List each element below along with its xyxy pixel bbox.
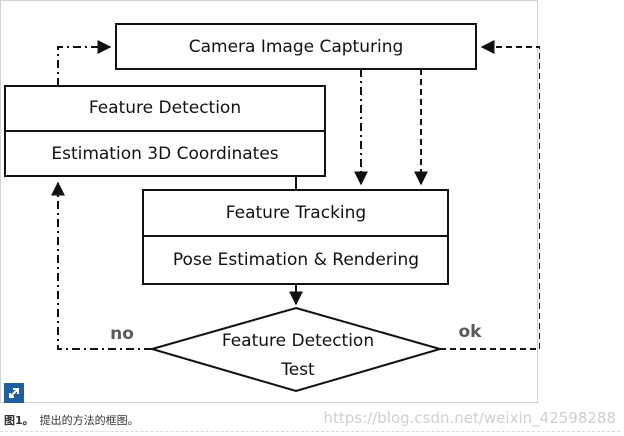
flow-diagram: Camera Image Capturing Feature Detection… — [4, 23, 540, 393]
caption-text: 提出的方法的框图。 — [39, 414, 139, 427]
ok-edge-label: ok — [459, 322, 483, 342]
no-edge-label: no — [110, 324, 134, 344]
detection-to-camera-loop — [57, 40, 112, 86]
feature-tracking-label: Feature Tracking — [226, 203, 366, 223]
test-diamond — [148, 306, 444, 393]
test-label-line2: Test — [280, 360, 315, 380]
caption-divider — [0, 431, 620, 432]
estimation-3d-label: Estimation 3D Coordinates — [51, 144, 278, 164]
watermark-url: https://blog.csdn.net/weixin_42598288 — [323, 409, 616, 427]
pose-estimation-label: Pose Estimation & Rendering — [173, 250, 419, 270]
camera-label: Camera Image Capturing — [189, 37, 404, 57]
caption-label: 图1。 — [4, 414, 34, 427]
ok-feedback-loop — [440, 40, 540, 350]
test-label-line1: Feature Detection — [222, 331, 374, 351]
camera-box — [115, 23, 477, 70]
expand-arrow-icon — [9, 388, 19, 398]
figure-caption: 图1。 提出的方法的框图。 — [4, 410, 614, 430]
expand-image-button[interactable] — [4, 383, 24, 403]
feature-detection-label: Feature Detection — [89, 98, 241, 118]
no-feedback-loop — [51, 181, 152, 350]
